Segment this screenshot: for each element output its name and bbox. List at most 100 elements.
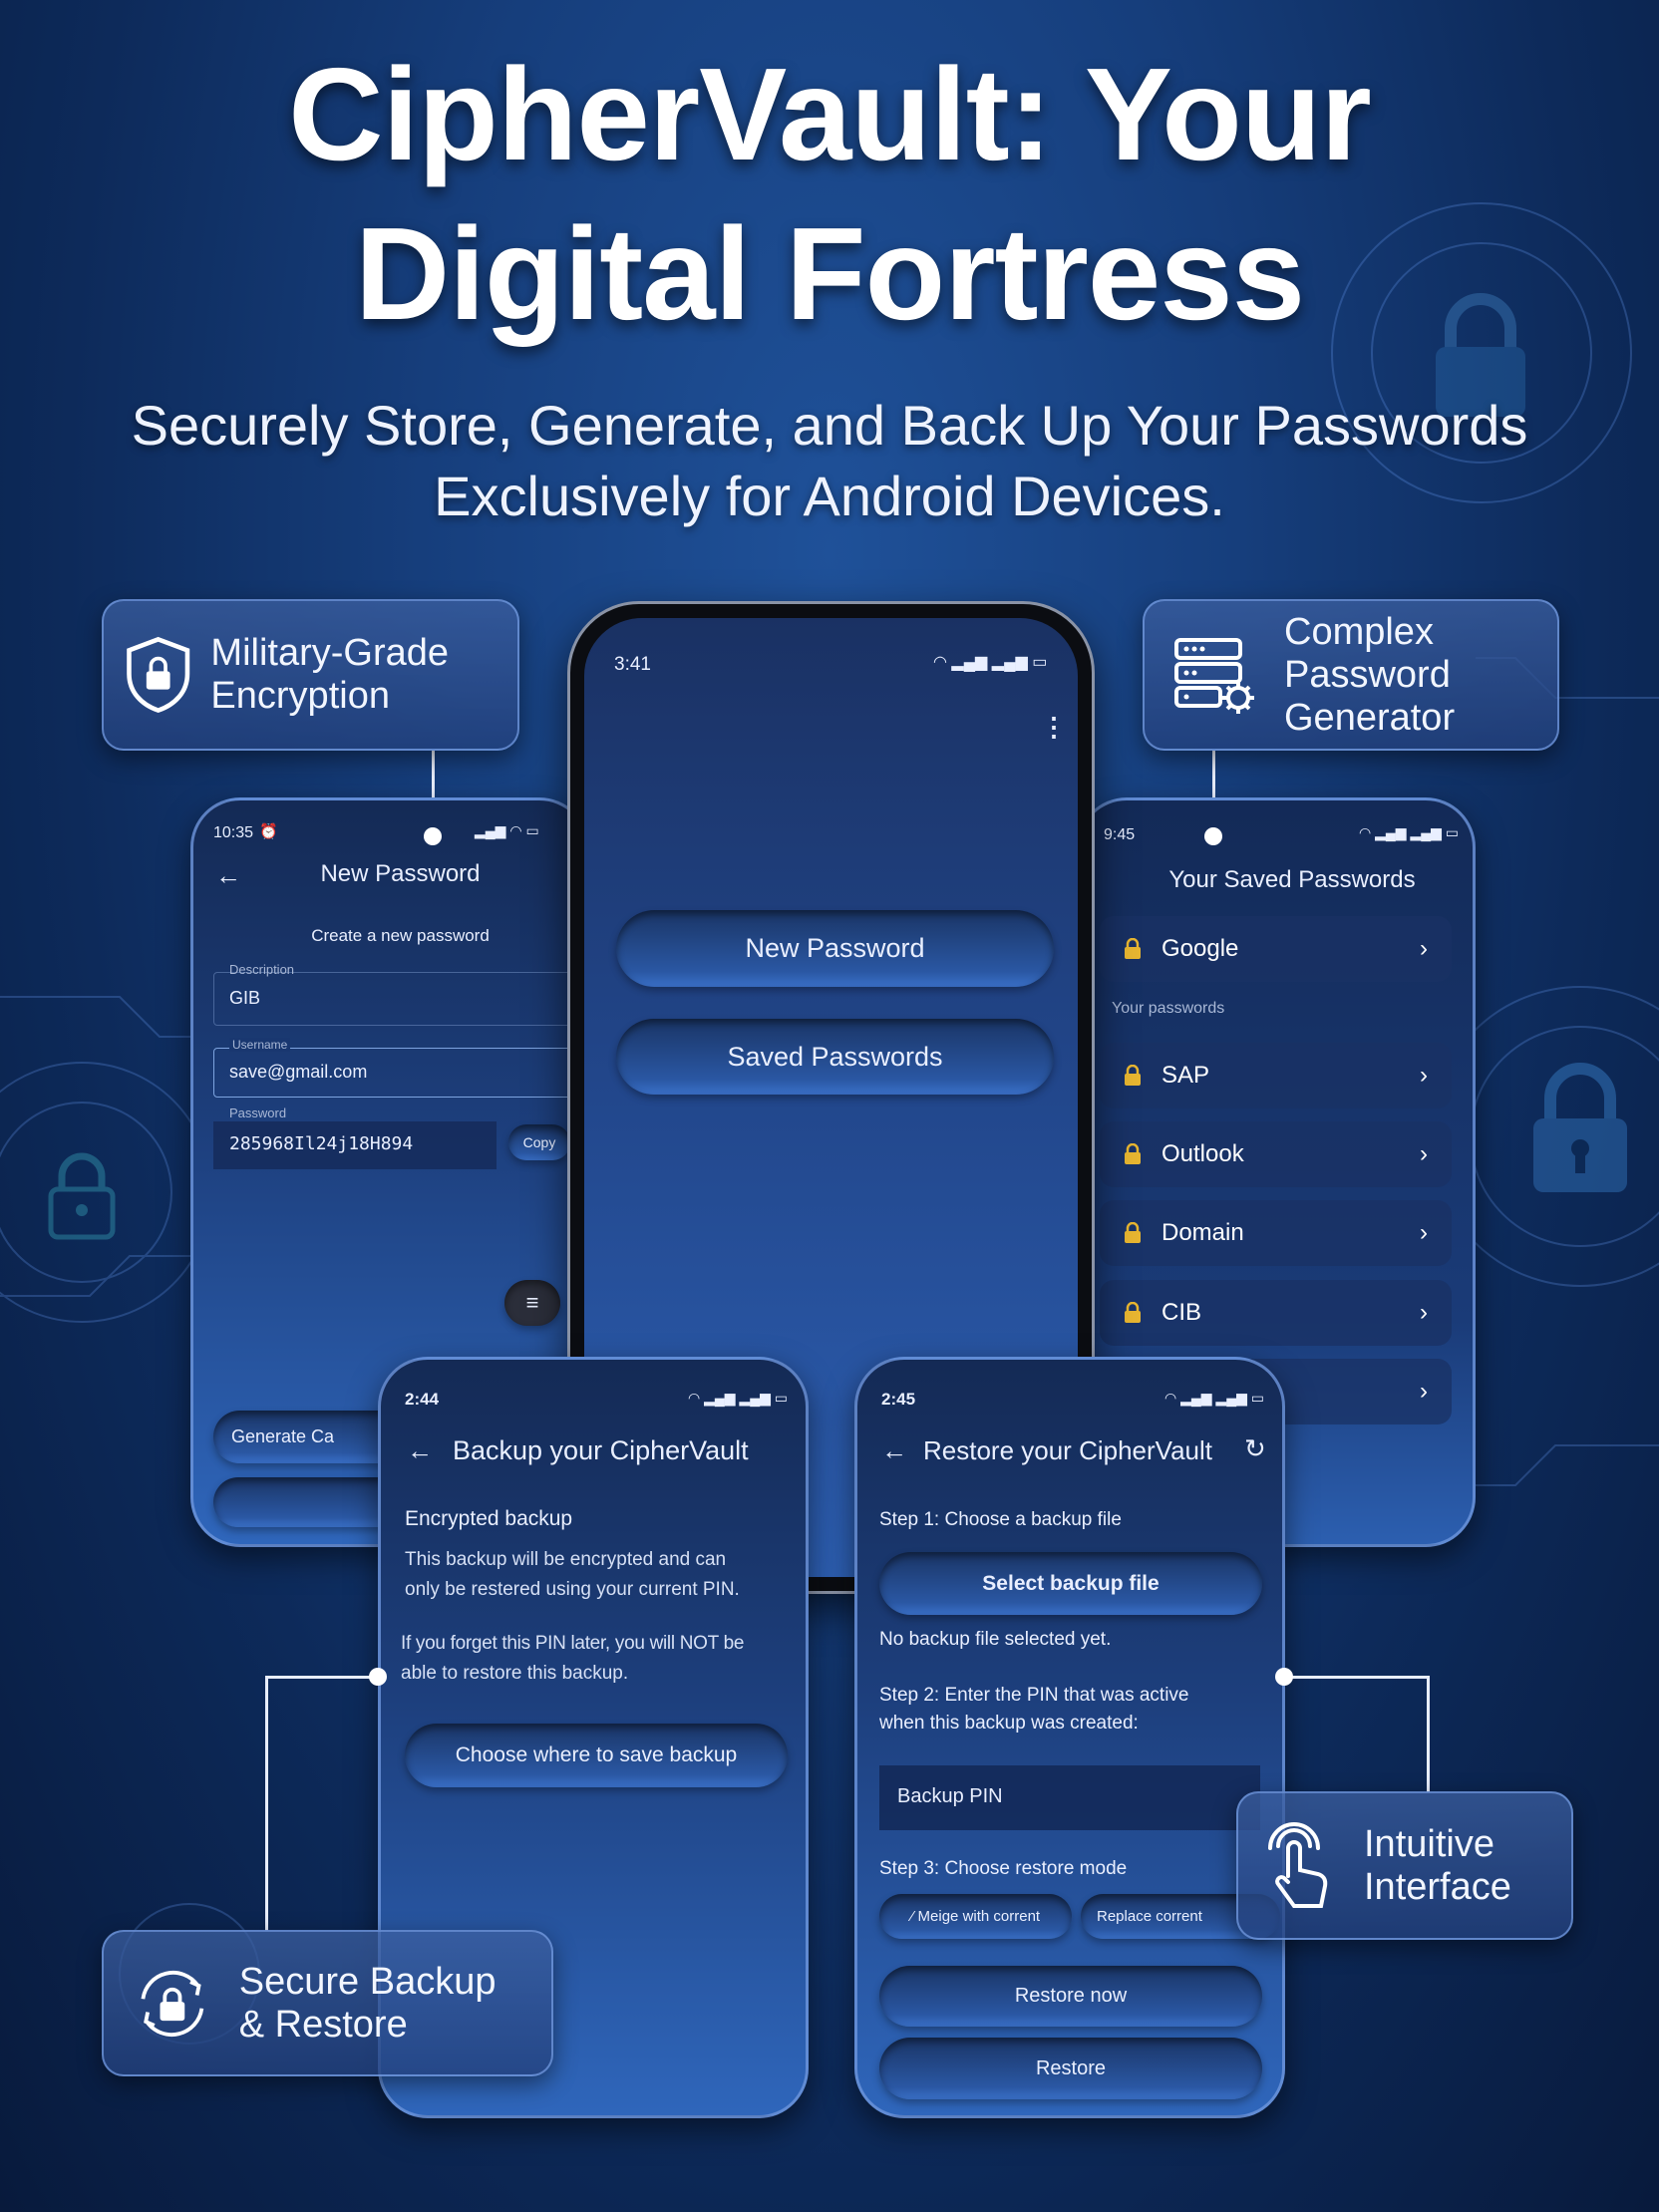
status-time: 2:45 [881,1390,916,1409]
screen-title: Restore your CipherVault [923,1435,1212,1465]
signal-wifi-battery-icons: ◠ ▂▄▆ ▂▄▆ ▭ [933,654,1048,671]
restore-now-button[interactable]: Restore now [879,1966,1262,2027]
hero-subtitle-line2: Exclusively for Android Devices. [434,465,1225,527]
warning-text: able to restore this backup. [401,1663,629,1684]
status-time: 3:41 [614,654,651,675]
restore-button[interactable]: Restore [879,2038,1262,2099]
info-text: This backup will be encrypted and can [405,1549,727,1570]
alarm-icon: ⏰ [259,823,278,840]
chevron-right-icon: › [1420,1140,1428,1167]
backup-pin-placeholder: Backup PIN [897,1785,1003,1807]
merge-chip[interactable]: ⁄ Meige with corrent [879,1894,1072,1939]
list-item[interactable]: Domain› [1100,1200,1452,1266]
connector-line [1427,1676,1430,1792]
shield-lock-icon [127,636,190,714]
step1-label: Step 1: Choose a backup file [879,1509,1122,1530]
screen-title: Backup your CipherVault [453,1435,749,1465]
section-label: Your passwords [1112,1000,1225,1017]
status-time: 10:35 [213,824,254,841]
item-name: CIB [1161,1299,1202,1326]
file-status-text: No backup file selected yet. [879,1629,1112,1650]
screen-title: New Password [320,860,481,887]
lock-icon [1125,1302,1141,1323]
form-heading: Create a new password [311,926,490,945]
description-field[interactable] [213,972,586,1026]
item-name: SAP [1161,1062,1210,1089]
padlock-icon [48,1152,116,1240]
connector-dot [424,827,442,845]
back-arrow-icon[interactable]: ← [881,1435,907,1465]
restore-screen: 2:45 ◠ ▂▄▆ ▂▄▆ ▭ ← Restore your CipherVa… [854,1357,1285,2118]
hero-title-line2: Digital Fortress [354,200,1305,347]
step3-label: Step 3: Choose restore mode [879,1858,1128,1879]
choose-save-location-button[interactable]: Choose where to save backup [405,1724,788,1787]
description-value: GIB [229,988,261,1008]
hero-title-line1: CipherVault: Your [288,41,1372,187]
backup-pin-input[interactable] [879,1765,1260,1830]
lock-icon [1125,1222,1141,1243]
signal-wifi-battery-icons: ◠ ▂▄▆ ▂▄▆ ▭ [688,1390,789,1406]
lock-icon [1125,1065,1141,1086]
callout-encryption: Military-Grade Encryption [102,599,519,751]
chevron-right-icon: › [1420,1219,1428,1246]
backup-screen: 2:44 ◠ ▂▄▆ ▂▄▆ ▭ ← Backup your CipherVau… [378,1357,809,2118]
status-time: 2:44 [405,1390,440,1409]
connector-dot [1275,1668,1293,1686]
connector-line [265,1676,378,1679]
warning-text: If you forget this PIN later, you will N… [401,1633,745,1654]
list-item[interactable]: Google › [1100,916,1452,982]
padlock-icon [1436,293,1525,417]
chevron-right-icon: › [1420,1062,1428,1089]
connector-line [432,751,435,836]
back-arrow-icon[interactable]: ← [407,1435,433,1465]
lock-icon [1125,1143,1141,1164]
section-heading: Encrypted backup [405,1507,573,1530]
server-gear-icon [1174,638,1254,714]
hero-subtitle-line1: Securely Store, Generate, and Back Up Yo… [131,394,1528,457]
lock-icon [1125,938,1141,959]
chevron-right-icon: › [1420,1299,1428,1326]
refresh-icon[interactable]: ↻ [1244,1433,1266,1463]
connector-line [1212,751,1215,836]
password-value: 285968Il24j18H894 [229,1133,414,1154]
tap-hand-icon [1268,1821,1328,1908]
callout-interface: Intuitive Interface [1236,1791,1573,1940]
callout-label: Complex Password Generator [1284,610,1456,739]
select-backup-file-button[interactable]: Select backup file [879,1552,1262,1615]
screen-title: Your Saved Passwords [1168,866,1416,893]
username-field[interactable] [213,1048,586,1098]
callout-label: Intuitive Interface [1364,1822,1511,1908]
connector-dot [1204,827,1222,845]
more-menu-icon[interactable]: ⋮ [1041,712,1067,742]
new-password-button[interactable]: New Password [616,910,1054,987]
item-name: Google [1161,935,1239,962]
signal-wifi-battery-icons: ◠ ▂▄▆ ▂▄▆ ▭ [1164,1390,1265,1406]
connector-dot [369,1668,387,1686]
copy-button[interactable]: Copy [508,1124,570,1160]
list-item[interactable]: CIB › [1100,1280,1452,1346]
backup-restore-lock-icon [141,1970,204,2037]
connector-line [265,1676,268,1931]
info-text: only be restered using your current PIN. [405,1579,740,1600]
step2-label: Step 2: Enter the PIN that was active [879,1685,1189,1706]
callout-label: Secure Backup & Restore [238,1960,497,2046]
saved-passwords-button[interactable]: Saved Passwords [616,1019,1054,1095]
signal-wifi-battery-icons: ▂▄▆ ◠ ▭ [475,822,539,838]
description-label: Description [229,962,295,977]
callout-label: Military-Grade Encryption [210,632,450,717]
list-item[interactable]: Outlook › [1100,1121,1452,1187]
status-time: 9:45 [1104,826,1136,843]
item-name: Outlook [1161,1140,1244,1167]
connector-line [1284,1676,1429,1679]
callout-backup: Secure Backup & Restore [102,1930,553,2076]
username-value: save@gmail.com [229,1062,368,1082]
padlock-icon [1533,1063,1627,1192]
menu-fab[interactable]: ≡ [504,1280,560,1326]
chevron-right-icon: › [1420,935,1428,962]
signal-wifi-battery-icons: ◠ ▂▄▆ ▂▄▆ ▭ [1359,824,1460,840]
list-item[interactable]: SAP › [1100,1043,1452,1108]
password-label: Password [229,1106,287,1120]
password-field[interactable] [213,1121,497,1169]
back-arrow-icon[interactable]: ← [215,860,241,890]
callout-generator: Complex Password Generator [1143,599,1559,751]
